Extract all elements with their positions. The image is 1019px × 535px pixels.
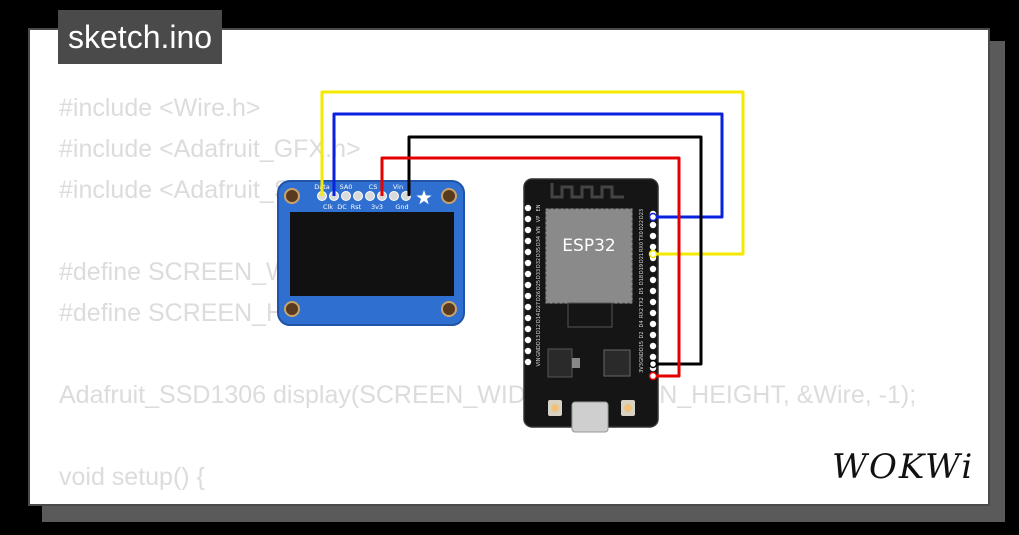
file-tab[interactable]: sketch.ino [58, 10, 223, 64]
esp32-pin-label: RX2 [639, 308, 645, 318]
project-card: #include <Wire.h> #include <Adafruit_GFX… [28, 28, 990, 506]
mount-hole [284, 301, 300, 317]
esp32-pin-label: D27 [536, 302, 542, 312]
esp32-pin-label: D22 [639, 220, 645, 230]
esp32-chip-label: ESP32 [562, 236, 615, 256]
code-line: #include <Adafruit_GFX.h> [59, 135, 361, 163]
mount-hole [441, 188, 457, 204]
esp32-right-header [649, 210, 657, 372]
esp32-pin-label: GND [639, 351, 645, 363]
oled-pin-label-clk: Clk [323, 203, 333, 211]
code-line: void setup() { [59, 463, 205, 491]
oled-pin-label-sa0: SA0 [340, 183, 353, 191]
pcb-antenna [550, 183, 624, 199]
oled-pin-label-cs: CS [369, 183, 378, 191]
esp32-pin-label: VIN [536, 357, 542, 366]
esp32-pin-label: D25 [536, 280, 542, 290]
esp32-module [545, 208, 633, 304]
esp32-pin-label: D23 [639, 209, 645, 219]
mount-hole [284, 188, 300, 204]
esp32-pin-label: D34 [536, 236, 542, 246]
esp32-pin-label: 3V3 [639, 363, 645, 373]
oled-screen [290, 212, 454, 296]
esp32-pin-label: D35 [536, 247, 542, 257]
esp32-pin-label: TX0 [639, 231, 645, 242]
oled-pin-label-vin: Vin [393, 183, 403, 191]
code-line: #include <Wire.h> [59, 94, 261, 122]
esp32-pin-label: VN [536, 226, 542, 233]
wokwi-logo: WOKWi [832, 447, 975, 487]
oled-pin-label-gnd: Gnd [395, 203, 408, 211]
esp32-pin-label: D5 [639, 287, 645, 294]
esp32-board[interactable]: ESP32 EN VP VN D34 D35 D [523, 178, 659, 433]
esp32-pin-label: RX0 [639, 242, 645, 252]
wire-endpoints [648, 212, 658, 381]
usb-uart-chip [603, 349, 631, 377]
esp32-pin-label: D33 [536, 269, 542, 279]
usb-connector [571, 401, 609, 433]
esp32-pin-label: D26 [536, 291, 542, 301]
esp32-pin-label: D15 [639, 341, 645, 351]
esp32-pin-label: D13 [536, 335, 542, 345]
esp32-pin-label: D21 [639, 253, 645, 263]
esp32-pin-label: D4 [639, 320, 645, 327]
esp32-pin-label: D32 [536, 258, 542, 268]
wire-red[interactable] [380, 156, 681, 378]
star-icon [416, 190, 432, 205]
esp32-left-header [524, 204, 532, 366]
esp32-pin-label: D18 [639, 275, 645, 285]
esp32-pin-label: D2 [639, 331, 645, 338]
wire-yellow[interactable] [320, 90, 745, 256]
oled-pin-label-dc: DC [337, 203, 347, 211]
module-tab [567, 302, 613, 328]
esp32-pin-label: D14 [536, 313, 542, 323]
esp32-pin-label: GND [536, 345, 542, 357]
mount-hole [441, 301, 457, 317]
esp32-pin-label: EN [536, 204, 542, 211]
oled-pin-label-3v3: 3v3 [371, 203, 383, 211]
esp32-pin-label: TX2 [639, 297, 645, 308]
oled-pin-label-rst: Rst [351, 203, 362, 211]
wire-blue[interactable] [332, 112, 724, 219]
esp32-pin-label: D19 [639, 264, 645, 274]
oled-module[interactable]: Data SA0 CS Vin Clk DC Rst 3v3 Gnd [277, 180, 465, 326]
esp32-pin-label: D12 [536, 324, 542, 334]
voltage-regulator [547, 348, 573, 378]
esp32-pin-label: VP [536, 216, 542, 222]
